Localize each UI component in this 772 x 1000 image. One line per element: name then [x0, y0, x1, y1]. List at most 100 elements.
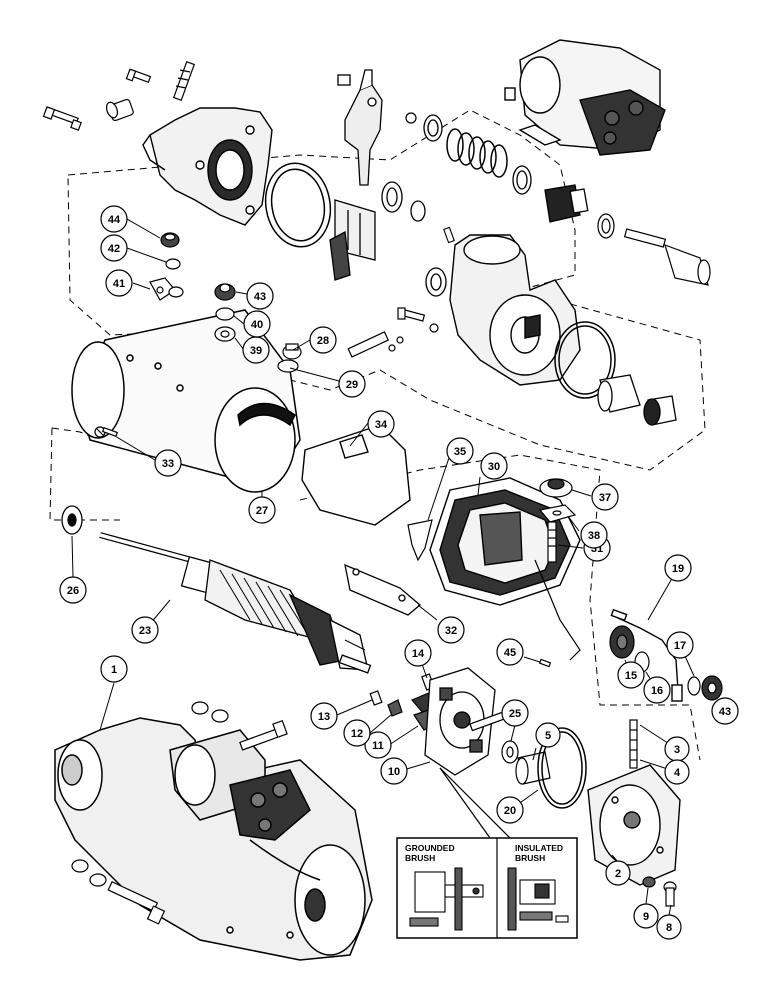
middle-group-dashed-outline — [49, 427, 701, 761]
svg-text:39: 39 — [250, 345, 262, 357]
callout-1: 1 — [100, 655, 128, 683]
thrust-washer — [61, 505, 83, 535]
svg-text:40: 40 — [251, 319, 263, 331]
washer-40 — [215, 307, 235, 321]
drive-snap-ring — [410, 200, 426, 222]
insulator-28 — [282, 343, 302, 360]
svg-text:37: 37 — [599, 492, 611, 504]
terminal-strap-41 — [149, 277, 184, 301]
intermediate-housing — [449, 234, 581, 386]
through-bolt-stud-3 — [629, 719, 638, 769]
lever-small-washer — [405, 112, 417, 124]
pole-shoe-screw — [94, 426, 119, 438]
solenoid-plunger — [544, 184, 589, 223]
callout-44: 44 — [100, 205, 128, 233]
callout-5: 5 — [535, 722, 561, 748]
insulated-brush-title-line2: BRUSH — [515, 853, 545, 863]
svg-text:42: 42 — [108, 243, 120, 255]
callout-29: 29 — [338, 370, 366, 398]
callout-37: 37 — [591, 483, 619, 511]
svg-text:43: 43 — [254, 291, 266, 303]
lead-nut-15 — [609, 625, 635, 659]
svg-text:27: 27 — [256, 505, 268, 517]
callout-3: 3 — [664, 736, 690, 762]
svg-text:8: 8 — [666, 922, 672, 934]
insulated-brush-drawing — [507, 867, 569, 931]
callout-20: 20 — [496, 796, 524, 824]
callout-23: 23 — [131, 616, 159, 644]
svg-text:33: 33 — [162, 458, 174, 470]
svg-text:20: 20 — [504, 805, 516, 817]
field-terminal-stud — [547, 521, 557, 563]
end-cap-bolt-8 — [663, 881, 677, 907]
thrust-washer-25 — [501, 740, 519, 764]
end-frame-o-ring-20 — [537, 727, 587, 809]
svg-text:3: 3 — [674, 744, 680, 756]
solenoid-switch — [504, 39, 666, 156]
drive-housing-o-ring — [264, 162, 332, 248]
drive-end-housing — [142, 107, 273, 226]
pinion-drive-assembly — [329, 199, 376, 281]
end-cap-nut-9 — [642, 876, 656, 888]
grounded-brush-drawing — [409, 867, 484, 931]
brush-spring-12 — [387, 699, 403, 717]
svg-text:32: 32 — [445, 625, 457, 637]
plunger-rod-and-sleeve — [623, 228, 711, 286]
plunger-washer — [597, 213, 615, 239]
svg-text:23: 23 — [139, 625, 151, 637]
armature — [99, 532, 372, 674]
grounded-brush-title-line2: BRUSH — [405, 853, 435, 863]
callout-41: 41 — [105, 269, 133, 297]
svg-text:17: 17 — [674, 640, 686, 652]
svg-text:19: 19 — [672, 563, 684, 575]
lock-washer-42 — [165, 258, 181, 270]
svg-text:34: 34 — [375, 419, 388, 431]
washer-39 — [214, 326, 236, 342]
svg-text:45: 45 — [504, 647, 516, 659]
callout-10: 10 — [380, 757, 408, 785]
top-small-bolt-left — [42, 106, 82, 131]
brush-screw-13 — [369, 690, 383, 706]
callout-42: 42 — [100, 234, 128, 262]
callout-32: 32 — [437, 616, 465, 644]
washer-29 — [277, 359, 299, 373]
svg-text:15: 15 — [625, 670, 637, 682]
lead-nut-43 — [701, 675, 723, 701]
callout-28: 28 — [309, 326, 337, 354]
brush-plate-10 — [424, 667, 507, 776]
lever-pivot-pin — [347, 331, 404, 358]
callout-4: 4 — [664, 759, 690, 785]
armature-laminations — [219, 569, 311, 639]
svg-text:14: 14 — [412, 648, 425, 660]
svg-text:28: 28 — [317, 335, 329, 347]
svg-text:11: 11 — [372, 740, 384, 752]
small-roll-pin — [443, 226, 455, 244]
insulator-43 — [214, 283, 236, 301]
callout-16: 16 — [643, 676, 671, 704]
callout-15: 15 — [617, 661, 645, 689]
ground-lead — [610, 608, 683, 702]
terminal-nut-37 — [539, 478, 573, 498]
callout-17: 17 — [666, 631, 694, 659]
field-insulator — [407, 519, 433, 562]
callout-12: 12 — [343, 719, 371, 747]
svg-text:5: 5 — [545, 730, 551, 742]
output-bearing — [643, 395, 677, 426]
callout-27: 27 — [248, 496, 276, 524]
mounting-washers-top — [191, 701, 229, 723]
svg-text:1: 1 — [111, 664, 117, 676]
svg-text:30: 30 — [488, 461, 500, 473]
mounting-bolt-bottom — [107, 881, 166, 925]
svg-text:9: 9 — [643, 911, 649, 923]
callout-40: 40 — [243, 310, 271, 338]
top-small-bolt-center — [125, 68, 152, 84]
pole-shoe-plate — [344, 563, 422, 616]
svg-text:25: 25 — [509, 708, 521, 720]
lever-bushing — [423, 114, 443, 142]
output-bushing — [597, 374, 641, 413]
field-frame-housing — [71, 309, 301, 493]
intermediate-o-ring — [554, 321, 616, 399]
svg-text:26: 26 — [67, 585, 79, 597]
svg-text:13: 13 — [318, 711, 330, 723]
